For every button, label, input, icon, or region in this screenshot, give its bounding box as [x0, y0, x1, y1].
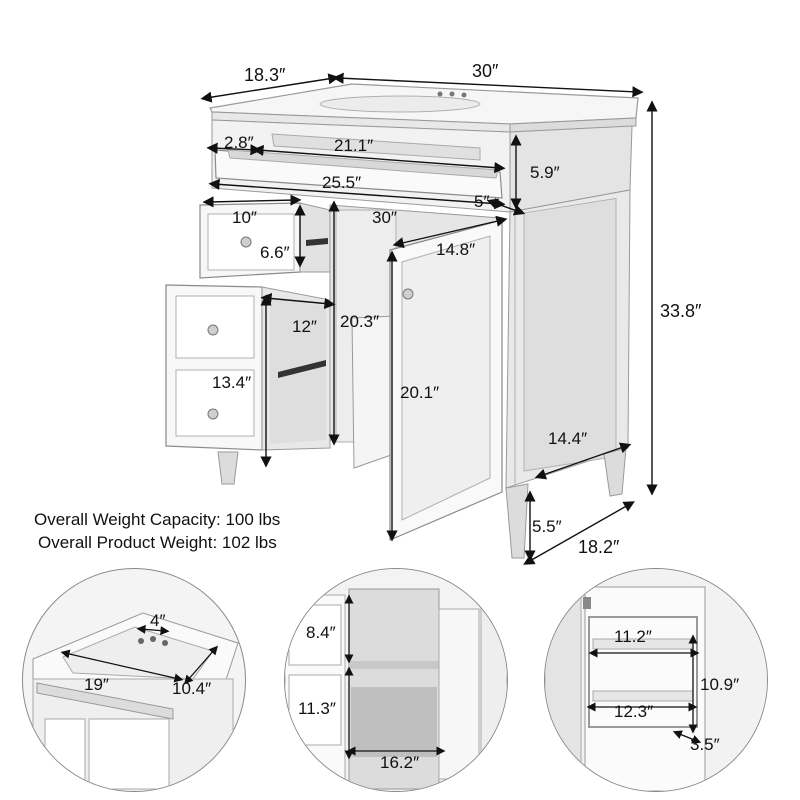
lower-large-drawer: [165, 284, 331, 451]
dim-rack-bottom-width: 12.3″: [614, 702, 654, 721]
door-rack-detail-illustration: [545, 569, 767, 791]
weight-capacity-text: Overall Weight Capacity: 100 lbs: [34, 510, 281, 529]
dim-drawer-side: 5″: [474, 192, 490, 211]
interior-detail-illustration: [285, 569, 507, 791]
dim-leg-height: 5.5″: [532, 517, 562, 536]
detail-circle-interior: [284, 568, 508, 792]
dim-shelf-width: 16.2″: [380, 753, 420, 772]
dim-bottom-depth: 18.2″: [578, 537, 620, 557]
detail-circle-door-rack: [544, 568, 768, 792]
sink-detail-illustration: [32, 612, 239, 791]
open-cabinet-door: [351, 219, 503, 541]
dim-small-drawer-height: 6.6″: [260, 243, 290, 262]
dim-side-depth: 14.4″: [548, 429, 588, 448]
dim-drawer-inner-width: 21.1″: [334, 136, 374, 155]
dim-depth-top: 18.3″: [244, 65, 286, 85]
dim-basin-length: 19″: [84, 675, 109, 694]
dimension-lines: [200, 72, 658, 565]
product-weight-text: Overall Product Weight: 102 lbs: [38, 533, 277, 552]
dim-width-top: 30″: [472, 61, 499, 81]
dim-door-width: 14.8″: [436, 240, 476, 259]
dim-rack-height: 10.9″: [700, 675, 740, 694]
dim-faucet-spacing: 4″: [150, 611, 166, 630]
dim-rack-top-width: 11.2″: [614, 627, 652, 646]
dim-door-height: 20.1″: [400, 383, 440, 402]
dim-rack-depth: 3.5″: [690, 735, 720, 754]
detail-circle-sink: [22, 568, 246, 792]
dim-total-height: 33.8″: [660, 301, 702, 321]
dim-side-drawer-height: 13.4″: [212, 373, 252, 392]
dim-upper-height: 8.4″: [306, 623, 336, 642]
dim-drawer-height: 5.9″: [530, 163, 560, 182]
dim-drawer-length: 25.5″: [322, 173, 362, 192]
dim-cabinet-width: 30″: [372, 208, 397, 227]
dim-side-drawer-depth: 12″: [292, 317, 317, 336]
dim-small-drawer-width: 10″: [232, 208, 257, 227]
dim-basin-width: 10.4″: [172, 679, 212, 698]
dim-interior-height: 20.3″: [340, 312, 380, 331]
dim-lower-height: 11.3″: [298, 699, 336, 718]
upper-small-drawer: [199, 202, 331, 279]
dim-drawer-front-left: 2.8″: [224, 133, 254, 152]
